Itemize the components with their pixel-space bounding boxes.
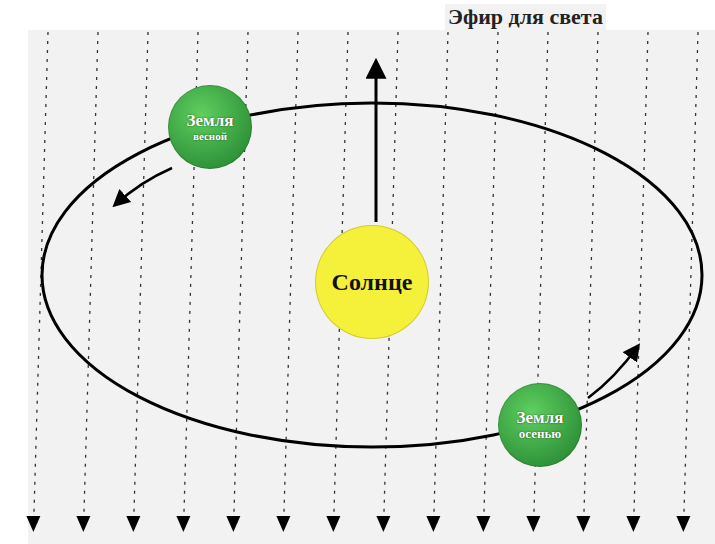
ether-flow-arrowhead — [626, 516, 640, 532]
ether-flow-arrowhead — [676, 516, 690, 532]
ether-flow-arrowhead — [76, 516, 90, 532]
sun-motion-arrow — [375, 62, 378, 222]
earth-orbit — [42, 103, 702, 447]
node-subtext: осенью — [519, 427, 562, 441]
node-heading: Земля — [517, 409, 564, 428]
earth-spring-circle: Землявесной — [168, 85, 252, 169]
ether-flow-lines — [26, 32, 698, 532]
ether-flow-arrowhead — [426, 516, 440, 532]
ether-flow-arrowhead — [176, 516, 190, 532]
ether-flow-line — [584, 32, 598, 512]
ether-flow-arrowhead — [376, 516, 390, 532]
ether-flow-line — [484, 32, 498, 512]
node-subtext: весной — [193, 130, 227, 142]
ether-flow-arrowhead — [576, 516, 590, 532]
orbit-direction-arrow — [588, 346, 638, 398]
sun-circle: Солнце — [315, 225, 429, 339]
ether-flow-arrowhead — [26, 516, 40, 532]
ether-flow-arrowhead — [226, 516, 240, 532]
orbit-direction-arrow — [115, 168, 172, 205]
ether-flow-arrowhead — [526, 516, 540, 532]
node-heading: Земля — [187, 112, 234, 131]
ether-ground — [28, 30, 715, 544]
ether-flow-line — [434, 32, 448, 512]
ether-flow-line — [84, 32, 98, 512]
ether-flow-line — [634, 32, 648, 512]
ether-flow-arrowhead — [276, 516, 290, 532]
earth-autumn-circle: Земляосенью — [498, 383, 582, 467]
ether-flow-arrowhead — [326, 516, 340, 532]
diagram-title: Эфир для света — [445, 4, 606, 30]
node-heading: Солнце — [332, 269, 413, 295]
ether-flow-arrowhead — [126, 516, 140, 532]
ether-flow-line — [684, 32, 698, 512]
ether-flow-arrowhead — [476, 516, 490, 532]
ether-flow-line — [134, 32, 148, 512]
